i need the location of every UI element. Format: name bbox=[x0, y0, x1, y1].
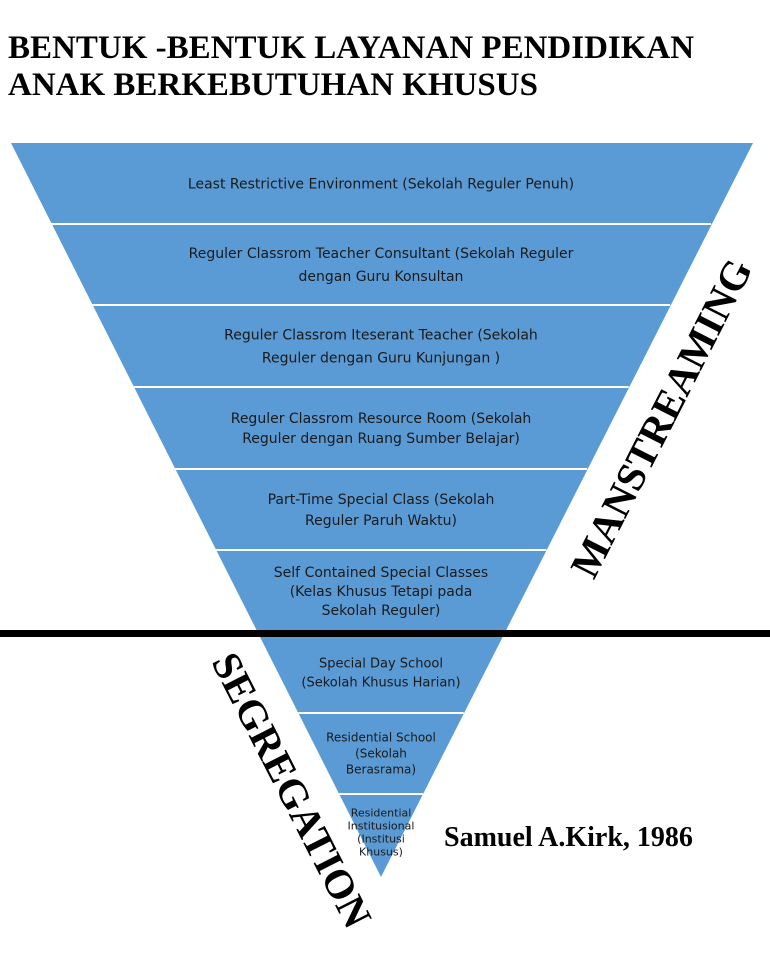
level-label-line: Reguler dengan Ruang Sumber Belajar) bbox=[242, 431, 520, 447]
level-label-line: Reguler dengan Guru Kunjungan ) bbox=[262, 350, 500, 366]
segregation-boundary-line bbox=[0, 630, 770, 637]
level-label-1: Least Restrictive Environment (Sekolah R… bbox=[188, 176, 574, 192]
level-label-line: (Kelas Khusus Tetapi pada bbox=[290, 584, 473, 600]
level-label-line: Khusus) bbox=[359, 845, 403, 858]
level-label-line: Self Contained Special Classes bbox=[274, 565, 488, 581]
level-label-7: Special Day School (Sekolah Khusus Harian… bbox=[301, 657, 460, 691]
level-label-line: dengan Guru Konsultan bbox=[299, 269, 464, 285]
level-label-line: (Sekolah bbox=[355, 747, 407, 761]
level-label-line: Reguler Classrom Teacher Consultant (Sek… bbox=[189, 246, 574, 262]
level-label-line: Institusional bbox=[348, 819, 415, 832]
level-labels: Least Restrictive Environment (Sekolah R… bbox=[188, 176, 574, 858]
inverted-triangle bbox=[11, 143, 753, 877]
level-label-line: Part-Time Special Class (Sekolah bbox=[268, 492, 495, 508]
level-label-line: Residential School bbox=[326, 731, 436, 745]
level-label-6: Self Contained Special Classes (Kelas Khu… bbox=[274, 565, 488, 619]
level-label-line: Least Restrictive Environment (Sekolah R… bbox=[188, 176, 574, 192]
title-line-1: BENTUK -BENTUK LAYANAN PENDIDIKAN bbox=[8, 30, 695, 66]
level-label-line: Reguler Paruh Waktu) bbox=[305, 513, 457, 529]
level-label-line: (Sekolah Khusus Harian) bbox=[301, 676, 460, 691]
level-label-line: Special Day School bbox=[319, 657, 443, 672]
citation: Samuel A.Kirk, 1986 bbox=[444, 822, 693, 853]
level-label-3: Reguler Classrom Iteserant Teacher (Seko… bbox=[224, 327, 538, 366]
page-title: BENTUK -BENTUK LAYANAN PENDIDIKAN ANAK B… bbox=[8, 30, 758, 104]
level-label-2: Reguler Classrom Teacher Consultant (Sek… bbox=[189, 246, 574, 285]
level-label-line: Residential bbox=[351, 806, 412, 819]
title-line-2: ANAK BERKEBUTUHAN KHUSUS bbox=[8, 67, 538, 103]
level-label-line: Reguler Classrom Iteserant Teacher (Seko… bbox=[224, 327, 538, 343]
level-label-line: Berasrama) bbox=[346, 763, 416, 777]
level-label-line: (Institusi bbox=[357, 832, 405, 845]
level-label-line: Sekolah Reguler) bbox=[322, 603, 441, 619]
level-label-line: Reguler Classrom Resource Room (Sekolah bbox=[231, 411, 532, 427]
